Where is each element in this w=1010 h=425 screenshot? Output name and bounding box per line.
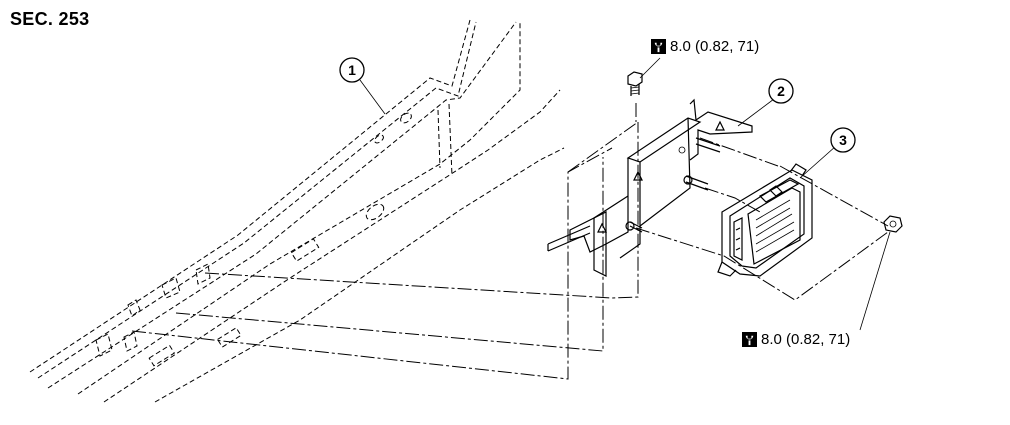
callout-number-2: 2 (777, 83, 785, 99)
torque-value: 8.0 (0.82, 71) (761, 331, 851, 348)
section-label: SEC. 253 (10, 9, 90, 29)
bolt (627, 71, 643, 96)
nut (883, 215, 903, 233)
torque-wrench-icon (651, 39, 666, 54)
callouts: 1 2 3 (339, 57, 891, 331)
body-panel (29, 19, 565, 403)
control-unit (717, 163, 813, 277)
callout-circle-2 (768, 78, 794, 104)
torque-spec-bolt: 8.0 (0.82, 71) (651, 38, 759, 55)
callout-circle-3 (830, 127, 856, 153)
alignment-lines (131, 103, 889, 380)
torque-value: 8.0 (0.82, 71) (670, 38, 760, 55)
bracket (547, 98, 753, 277)
torque-spec-nut: 8.0 (0.82, 71) (742, 331, 850, 348)
callout-number-1: 1 (348, 62, 356, 78)
callout-number-3: 3 (839, 132, 847, 148)
callout-circle-1 (339, 57, 365, 83)
torque-wrench-icon (742, 332, 757, 347)
